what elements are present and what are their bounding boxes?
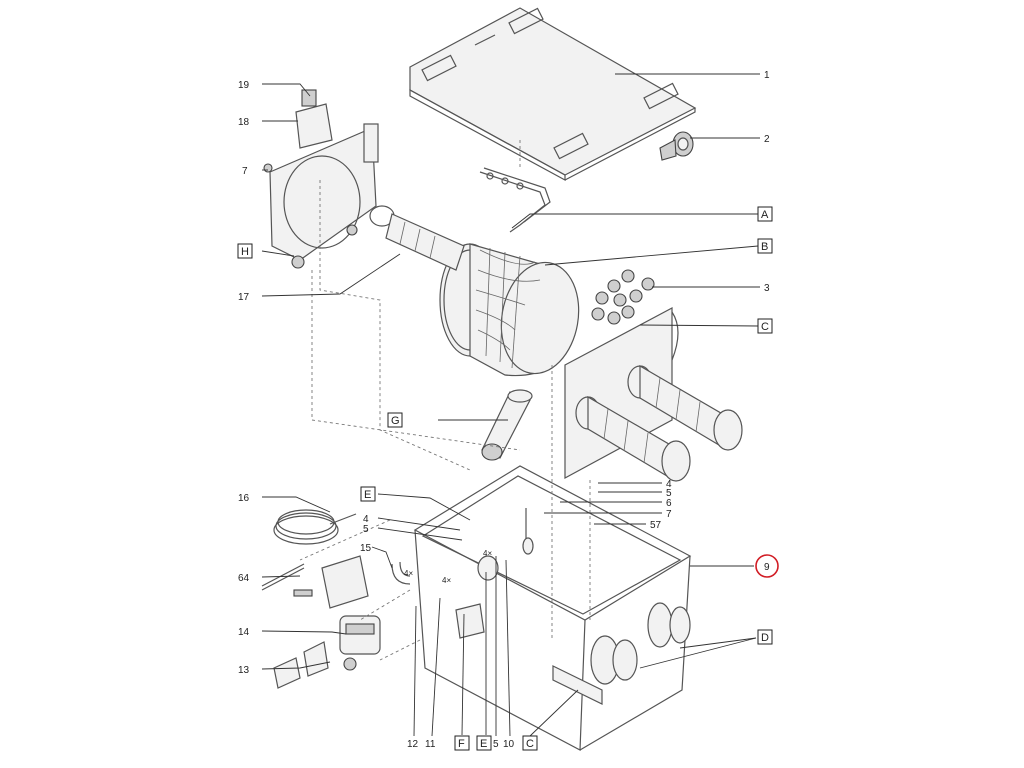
grommet-set-part [591, 269, 655, 325]
outlet-flange-small [647, 602, 691, 648]
callout-10: 10 [503, 739, 515, 750]
control-box-part [293, 555, 369, 609]
outlet-flange-large [590, 635, 638, 685]
box-callout-h: H [237, 243, 253, 259]
callout-4-right: 4 [666, 479, 672, 490]
callout-9: 9 [764, 562, 770, 573]
callout-17: 17 [238, 292, 250, 303]
box-callout-b: B [757, 238, 773, 254]
float-switch-part [522, 508, 534, 555]
box-callout-c-upper: C [757, 318, 773, 334]
filter-cartridge-lower [575, 395, 691, 482]
svg-text:C: C [526, 738, 534, 750]
mounting-plate-part [273, 641, 357, 689]
callout-13: 13 [238, 665, 250, 676]
main-housing-part [391, 465, 692, 751]
callout-2: 2 [764, 134, 770, 145]
callout-15: 15 [360, 543, 372, 554]
box-callout-e-upper: E [360, 486, 376, 502]
callout-numbers: 1 2 3 19 18 7 17 16 4 5 15 64 14 13 4 5 … [238, 70, 770, 750]
spray-bar-part [369, 205, 465, 271]
box-callout-f: F [454, 735, 470, 751]
callout-11: 11 [425, 739, 436, 750]
callout-5-bottom: 5 [493, 739, 499, 750]
callout-7-upper: 7 [242, 166, 248, 177]
callout-7-lower: 7 [666, 509, 672, 520]
lid-part [409, 7, 697, 182]
ground-spike-part [261, 563, 305, 591]
frame-part [263, 89, 379, 269]
multiplier-4x-left: 4× [404, 569, 413, 578]
callout-5-left: 5 [363, 524, 369, 535]
svg-text:H: H [241, 246, 249, 258]
svg-text:E: E [364, 489, 371, 501]
box-callout-e-lower: E [476, 735, 492, 751]
callout-64: 64 [238, 573, 250, 584]
connector-bar-part [479, 140, 551, 233]
box-callout-a: A [757, 206, 773, 222]
boxed-callouts: A B C D G H E F [237, 206, 773, 751]
callout-3: 3 [764, 283, 770, 294]
motor-bracket-part [295, 89, 333, 149]
svg-text:C: C [761, 321, 769, 333]
tape-roll-part [659, 131, 694, 161]
pump-controller-part [339, 615, 381, 655]
hose-bend-part [391, 561, 411, 585]
callout-57: 57 [650, 520, 662, 531]
holder-bracket-part [552, 665, 603, 705]
callout-16: 16 [238, 493, 250, 504]
highlight-circle-9 [755, 554, 779, 578]
multiplier-4x-right: 4× [483, 549, 492, 558]
callout-19: 19 [238, 80, 250, 91]
svg-text:E: E [480, 738, 487, 750]
callout-5-right: 5 [666, 488, 672, 499]
svg-text:B: B [761, 241, 768, 253]
callout-6: 6 [666, 498, 672, 509]
box-callout-d: D [757, 629, 773, 645]
assembly-lines [299, 180, 591, 661]
uvc-unit-part [481, 389, 533, 461]
multiplier-4x-middle: 4× [442, 576, 451, 585]
svg-text:A: A [761, 209, 769, 221]
inlet-fitting-part [455, 603, 485, 639]
valve-part [477, 555, 499, 581]
leader-lines [261, 73, 760, 737]
svg-text:G: G [391, 415, 400, 427]
callout-4-left: 4 [363, 514, 369, 525]
filter-plate-part [564, 307, 743, 482]
box-callout-c-lower: C [522, 735, 538, 751]
callout-14: 14 [238, 627, 250, 638]
box-callout-g: G [387, 412, 403, 428]
hose-coil-part [273, 509, 357, 545]
callout-12: 12 [407, 739, 419, 750]
svg-text:F: F [458, 738, 465, 750]
callout-18: 18 [238, 117, 250, 128]
callout-1: 1 [764, 70, 770, 81]
svg-text:D: D [761, 632, 769, 644]
filter-cartridge-upper [627, 364, 743, 451]
drum-filter-part [439, 243, 580, 377]
